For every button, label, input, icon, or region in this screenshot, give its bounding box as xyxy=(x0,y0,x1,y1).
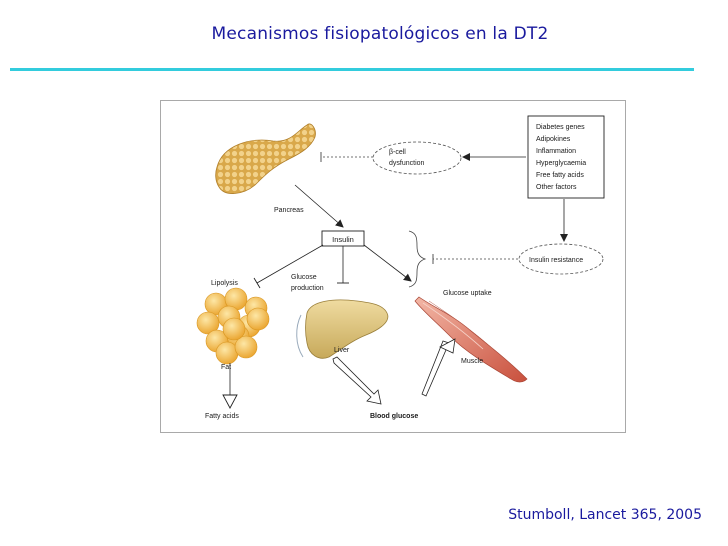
insulin-to-muscle-arrow xyxy=(363,244,412,282)
pancreas-label: Pancreas xyxy=(274,207,304,214)
factor-item: Free fatty acids xyxy=(536,172,584,179)
glucose-production-label-line1: Glucose xyxy=(291,274,317,281)
liver-illustration xyxy=(296,299,389,359)
title-underline xyxy=(10,68,694,71)
insulin-resistance-node xyxy=(518,243,604,275)
beta-cell-dysfunction-node xyxy=(372,141,462,175)
beta-cell-label-line1: β-cell xyxy=(389,149,406,156)
blood-glucose-to-muscle-stem xyxy=(421,340,450,397)
factor-item: Inflammation xyxy=(536,148,576,155)
blood-glucose-label: Blood glucose xyxy=(370,413,418,420)
glucose-production-label-line2: production xyxy=(291,285,324,292)
pathophysiology-diagram: Pancreas β-cell dysfunction Diabetes gen… xyxy=(160,100,626,433)
risk-factors-box xyxy=(527,115,605,199)
factor-item: Adipokines xyxy=(536,136,571,143)
tissue-brace xyxy=(408,230,427,288)
blood-glucose-to-muscle-arrow xyxy=(439,338,456,354)
factor-item: Hyperglycaemia xyxy=(536,160,586,167)
muscle-label: Muscle xyxy=(461,358,483,365)
insulin-resistance-label: Insulin resistance xyxy=(529,257,583,264)
fat-cells-illustration xyxy=(196,287,270,365)
insulin-to-fat-line xyxy=(256,244,324,284)
pancreas-to-insulin-arrow xyxy=(294,184,344,228)
fat-label: Fat xyxy=(221,364,231,371)
pancreas-illustration xyxy=(215,123,316,194)
lipolysis-label: Lipolysis xyxy=(211,280,238,287)
glucose-uptake-label: Glucose uptake xyxy=(443,290,492,297)
insulin-label: Insulin xyxy=(332,235,354,244)
citation: Stumboll, Lancet 365, 2005 xyxy=(508,507,702,523)
beta-cell-label-line2: dysfunction xyxy=(389,160,425,167)
fatty-acids-label: Fatty acids xyxy=(205,413,239,420)
page-title: Mecanismos fisiopatológicos en la DT2 xyxy=(211,24,549,44)
diagram-canvas: Pancreas β-cell dysfunction Diabetes gen… xyxy=(196,115,605,420)
insulin-to-fat-bar xyxy=(253,277,261,289)
muscle-illustration xyxy=(414,296,528,383)
liver-to-blood-glucose-arrow xyxy=(332,356,382,405)
fat-to-fatty-acids-arrow xyxy=(222,394,238,409)
liver-label: Liver xyxy=(334,347,350,354)
factor-item: Diabetes genes xyxy=(536,124,585,131)
factor-item: Other factors xyxy=(536,184,577,191)
